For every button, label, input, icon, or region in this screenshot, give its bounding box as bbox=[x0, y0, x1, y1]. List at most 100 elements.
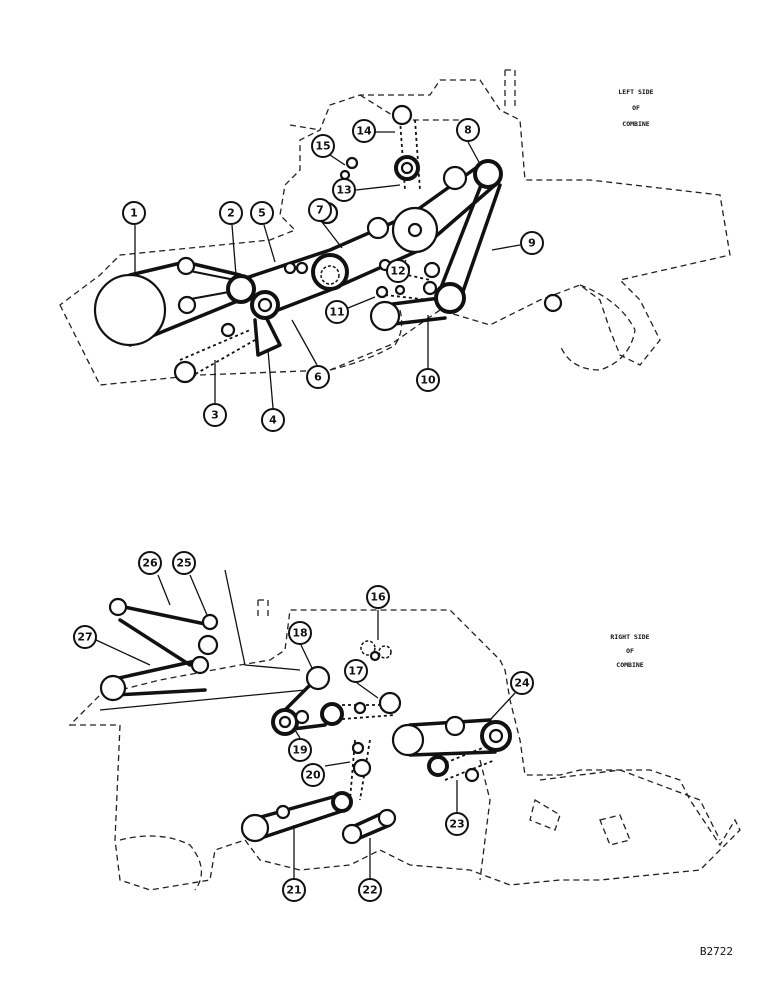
callout-13: 13 bbox=[332, 178, 356, 202]
pulley-24-hub bbox=[488, 728, 504, 744]
svg-text:21: 21 bbox=[286, 884, 301, 897]
svg-text:5: 5 bbox=[258, 207, 266, 220]
svg-text:12: 12 bbox=[390, 265, 405, 278]
right-idler-17b bbox=[353, 701, 367, 715]
pulley-15a bbox=[345, 156, 359, 170]
left-rear-idler bbox=[543, 293, 563, 313]
callout-5: 5 bbox=[250, 201, 274, 225]
callout-15: 15 bbox=[311, 134, 335, 158]
callout-16: 16 bbox=[366, 585, 390, 609]
left-hood-line bbox=[289, 94, 470, 131]
callout-14: 14 bbox=[352, 119, 376, 143]
svg-text:1: 1 bbox=[130, 207, 138, 220]
left-rear-wheel-outline bbox=[559, 284, 636, 371]
callout-4: 4 bbox=[261, 408, 285, 432]
figure-id: B2722 bbox=[700, 945, 733, 958]
pulley-18 bbox=[305, 665, 331, 691]
right-header-box bbox=[529, 798, 631, 846]
callout-12: 12 bbox=[386, 259, 410, 283]
left-callouts: 1 2 3 4 5 6 7 8 9 10 11 12 13 14 15 bbox=[122, 118, 544, 432]
pulley-27 bbox=[99, 674, 127, 702]
pulley-2 bbox=[226, 274, 256, 304]
pulley-19-hub bbox=[278, 715, 292, 729]
pulley-6-hub bbox=[257, 297, 273, 313]
callout-1: 1 bbox=[122, 201, 146, 225]
svg-text:27: 27 bbox=[77, 631, 92, 644]
unloader-line bbox=[99, 569, 306, 711]
svg-text:11: 11 bbox=[329, 306, 344, 319]
right-side-view: RIGHT SIDE OF COMBINE bbox=[68, 569, 741, 891]
pulley-7-inner bbox=[320, 265, 340, 285]
pulley-11a bbox=[375, 285, 389, 299]
svg-text:3: 3 bbox=[211, 409, 219, 422]
belt-21 bbox=[248, 793, 347, 842]
left-side-label-line1: LEFT SIDE bbox=[618, 88, 653, 96]
pulley-11b bbox=[394, 284, 406, 296]
left-idler-8 bbox=[442, 165, 468, 191]
callout-21: 21 bbox=[282, 878, 306, 902]
pulley-16a bbox=[360, 640, 376, 656]
callout-11: 11 bbox=[325, 300, 349, 324]
callout-2: 2 bbox=[219, 201, 243, 225]
svg-text:7: 7 bbox=[316, 204, 324, 217]
right-side-label-line3: COMBINE bbox=[616, 661, 643, 669]
pulley-25-upper bbox=[201, 613, 219, 631]
callout-24: 24 bbox=[510, 671, 534, 695]
svg-text:19: 19 bbox=[292, 744, 307, 757]
callout-9: 9 bbox=[520, 231, 544, 255]
belt-4 bbox=[253, 313, 282, 357]
pulley-25-mid bbox=[197, 634, 219, 656]
belt-9 bbox=[438, 173, 502, 302]
callout-22: 22 bbox=[358, 878, 382, 902]
right-idler-24 bbox=[444, 715, 466, 737]
svg-text:6: 6 bbox=[314, 371, 322, 384]
svg-text:22: 22 bbox=[362, 884, 377, 897]
svg-text:24: 24 bbox=[514, 677, 530, 690]
left-leader-lines bbox=[134, 131, 521, 409]
left-combine-outline bbox=[59, 79, 731, 386]
svg-text:16: 16 bbox=[370, 591, 386, 604]
right-rear-wheel-outline bbox=[119, 835, 202, 891]
belt-26 bbox=[113, 603, 212, 667]
pulley-15b bbox=[339, 169, 351, 181]
callout-27: 27 bbox=[73, 625, 97, 649]
svg-text:17: 17 bbox=[348, 665, 363, 678]
left-side-label-line2: OF bbox=[632, 104, 640, 112]
svg-text:2: 2 bbox=[227, 207, 235, 220]
pulley-23b bbox=[464, 767, 480, 783]
left-idler-7 bbox=[366, 216, 390, 240]
right-side-label-line2: OF bbox=[626, 647, 634, 655]
pulley-14 bbox=[391, 104, 413, 126]
pulley-21-left bbox=[240, 813, 270, 843]
right-idler-19 bbox=[294, 709, 310, 725]
callout-20: 20 bbox=[301, 763, 325, 787]
right-tank-outline bbox=[479, 759, 721, 881]
pulley-20b bbox=[352, 758, 372, 778]
chain-3 bbox=[179, 329, 256, 381]
right-side-label-line1: RIGHT SIDE bbox=[610, 633, 649, 641]
pulley-10 bbox=[434, 282, 466, 314]
left-idler-lower bbox=[177, 295, 197, 315]
pulley-17 bbox=[378, 691, 402, 715]
svg-text:15: 15 bbox=[315, 140, 330, 153]
left-idler-upper bbox=[176, 256, 196, 276]
right-combine-outline bbox=[68, 609, 741, 891]
pulley-22-right bbox=[377, 808, 397, 828]
left-large-drum-hub bbox=[407, 222, 423, 238]
pulley-16b bbox=[378, 645, 392, 659]
right-cab-outline bbox=[257, 599, 269, 620]
belt-27 bbox=[108, 658, 207, 697]
pulley-11c bbox=[422, 280, 438, 296]
pulley-12c bbox=[423, 261, 441, 279]
right-idler-17a bbox=[320, 702, 344, 726]
left-cab-outline bbox=[504, 69, 516, 110]
svg-text:23: 23 bbox=[449, 818, 464, 831]
callout-26: 26 bbox=[138, 551, 162, 575]
callout-7: 7 bbox=[308, 198, 332, 222]
svg-text:13: 13 bbox=[336, 184, 351, 197]
svg-text:18: 18 bbox=[292, 627, 307, 640]
left-side-label-line3: COMBINE bbox=[622, 120, 649, 128]
pulley-23 bbox=[427, 755, 449, 777]
pulley-21-idler bbox=[275, 804, 291, 820]
